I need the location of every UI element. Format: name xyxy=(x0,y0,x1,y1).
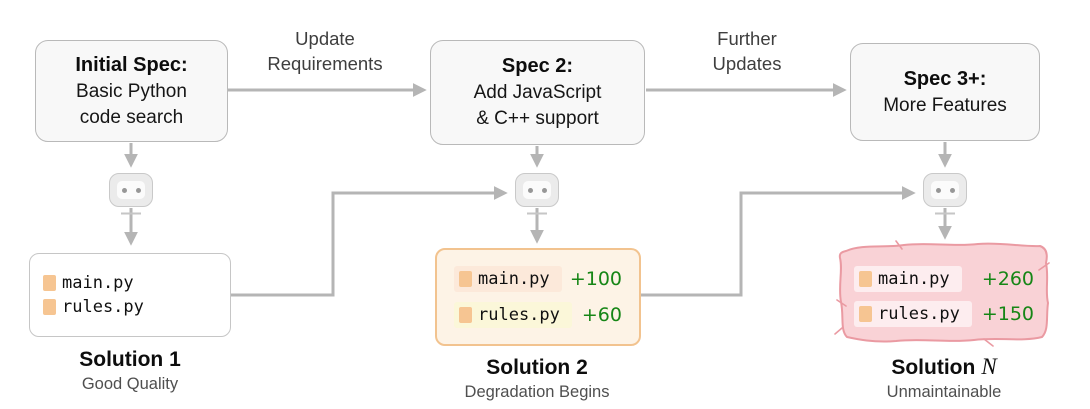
robot-face xyxy=(931,181,959,199)
quality-caption: Degradation Begins xyxy=(464,383,610,401)
spec-body: More Features xyxy=(883,94,1007,116)
filename: rules.py xyxy=(878,303,960,324)
spec-body: Basic Python code search xyxy=(76,80,187,128)
file-icon xyxy=(43,275,56,291)
file-row: main.py +260 xyxy=(854,265,1034,292)
file-icon xyxy=(459,307,472,323)
filename: rules.py xyxy=(62,297,144,317)
filename: rules.py xyxy=(478,305,560,325)
file-icon xyxy=(459,271,472,287)
solution-2-box: main.py +100 rules.py +60 xyxy=(435,248,641,346)
quality-caption: Good Quality xyxy=(81,375,179,393)
solution-n-box: main.py +260 rules.py +150 xyxy=(846,254,1042,338)
spec-box-initial: Initial Spec: Basic Python code search xyxy=(35,40,228,142)
file-row: main.py xyxy=(43,273,230,293)
diff-count: +60 xyxy=(581,304,622,326)
spec-body: Add JavaScript & C++ support xyxy=(473,82,602,129)
file-icon xyxy=(43,299,56,315)
diff-count: +100 xyxy=(569,268,622,290)
robot-agent-icon xyxy=(515,173,559,207)
solution-2-caption: Solution 2 Degradation Begins xyxy=(427,355,647,402)
file-icon xyxy=(859,270,872,287)
diff-count: +260 xyxy=(981,267,1034,290)
file-row: main.py +100 xyxy=(454,266,622,292)
filename: main.py xyxy=(62,273,134,293)
solution-name: Solution 2 xyxy=(486,356,588,379)
solution-1-caption: Solution 1 Good Quality xyxy=(20,347,240,394)
robot-agent-icon xyxy=(109,173,153,207)
update-requirements-label: Update Requirements xyxy=(267,28,383,74)
file-row: rules.py +60 xyxy=(454,302,622,328)
filename: main.py xyxy=(478,269,550,289)
robot-face xyxy=(117,181,145,199)
solution-name: Solution 1 xyxy=(79,348,181,371)
spec-title: Spec 3+: xyxy=(903,67,987,90)
solution-1-box: main.py rules.py xyxy=(29,253,231,337)
file-row: rules.py +150 xyxy=(854,300,1034,327)
spec-box-3plus: Spec 3+: More Features xyxy=(850,43,1040,141)
file-icon xyxy=(859,305,872,322)
quality-caption: Unmaintainable xyxy=(886,383,1002,401)
math-n: N xyxy=(981,354,997,379)
robot-agent-icon xyxy=(923,173,967,207)
spec-title: Spec 2: xyxy=(501,55,574,77)
spec-box-2: Spec 2: Add JavaScript & C++ support xyxy=(430,40,645,145)
robot-face xyxy=(523,181,551,199)
diff-count: +150 xyxy=(981,302,1034,325)
filename: main.py xyxy=(878,268,950,289)
file-row: rules.py xyxy=(43,297,230,317)
spec-title: Initial Spec: xyxy=(75,53,188,76)
further-updates-label: Further Updates xyxy=(712,28,782,74)
